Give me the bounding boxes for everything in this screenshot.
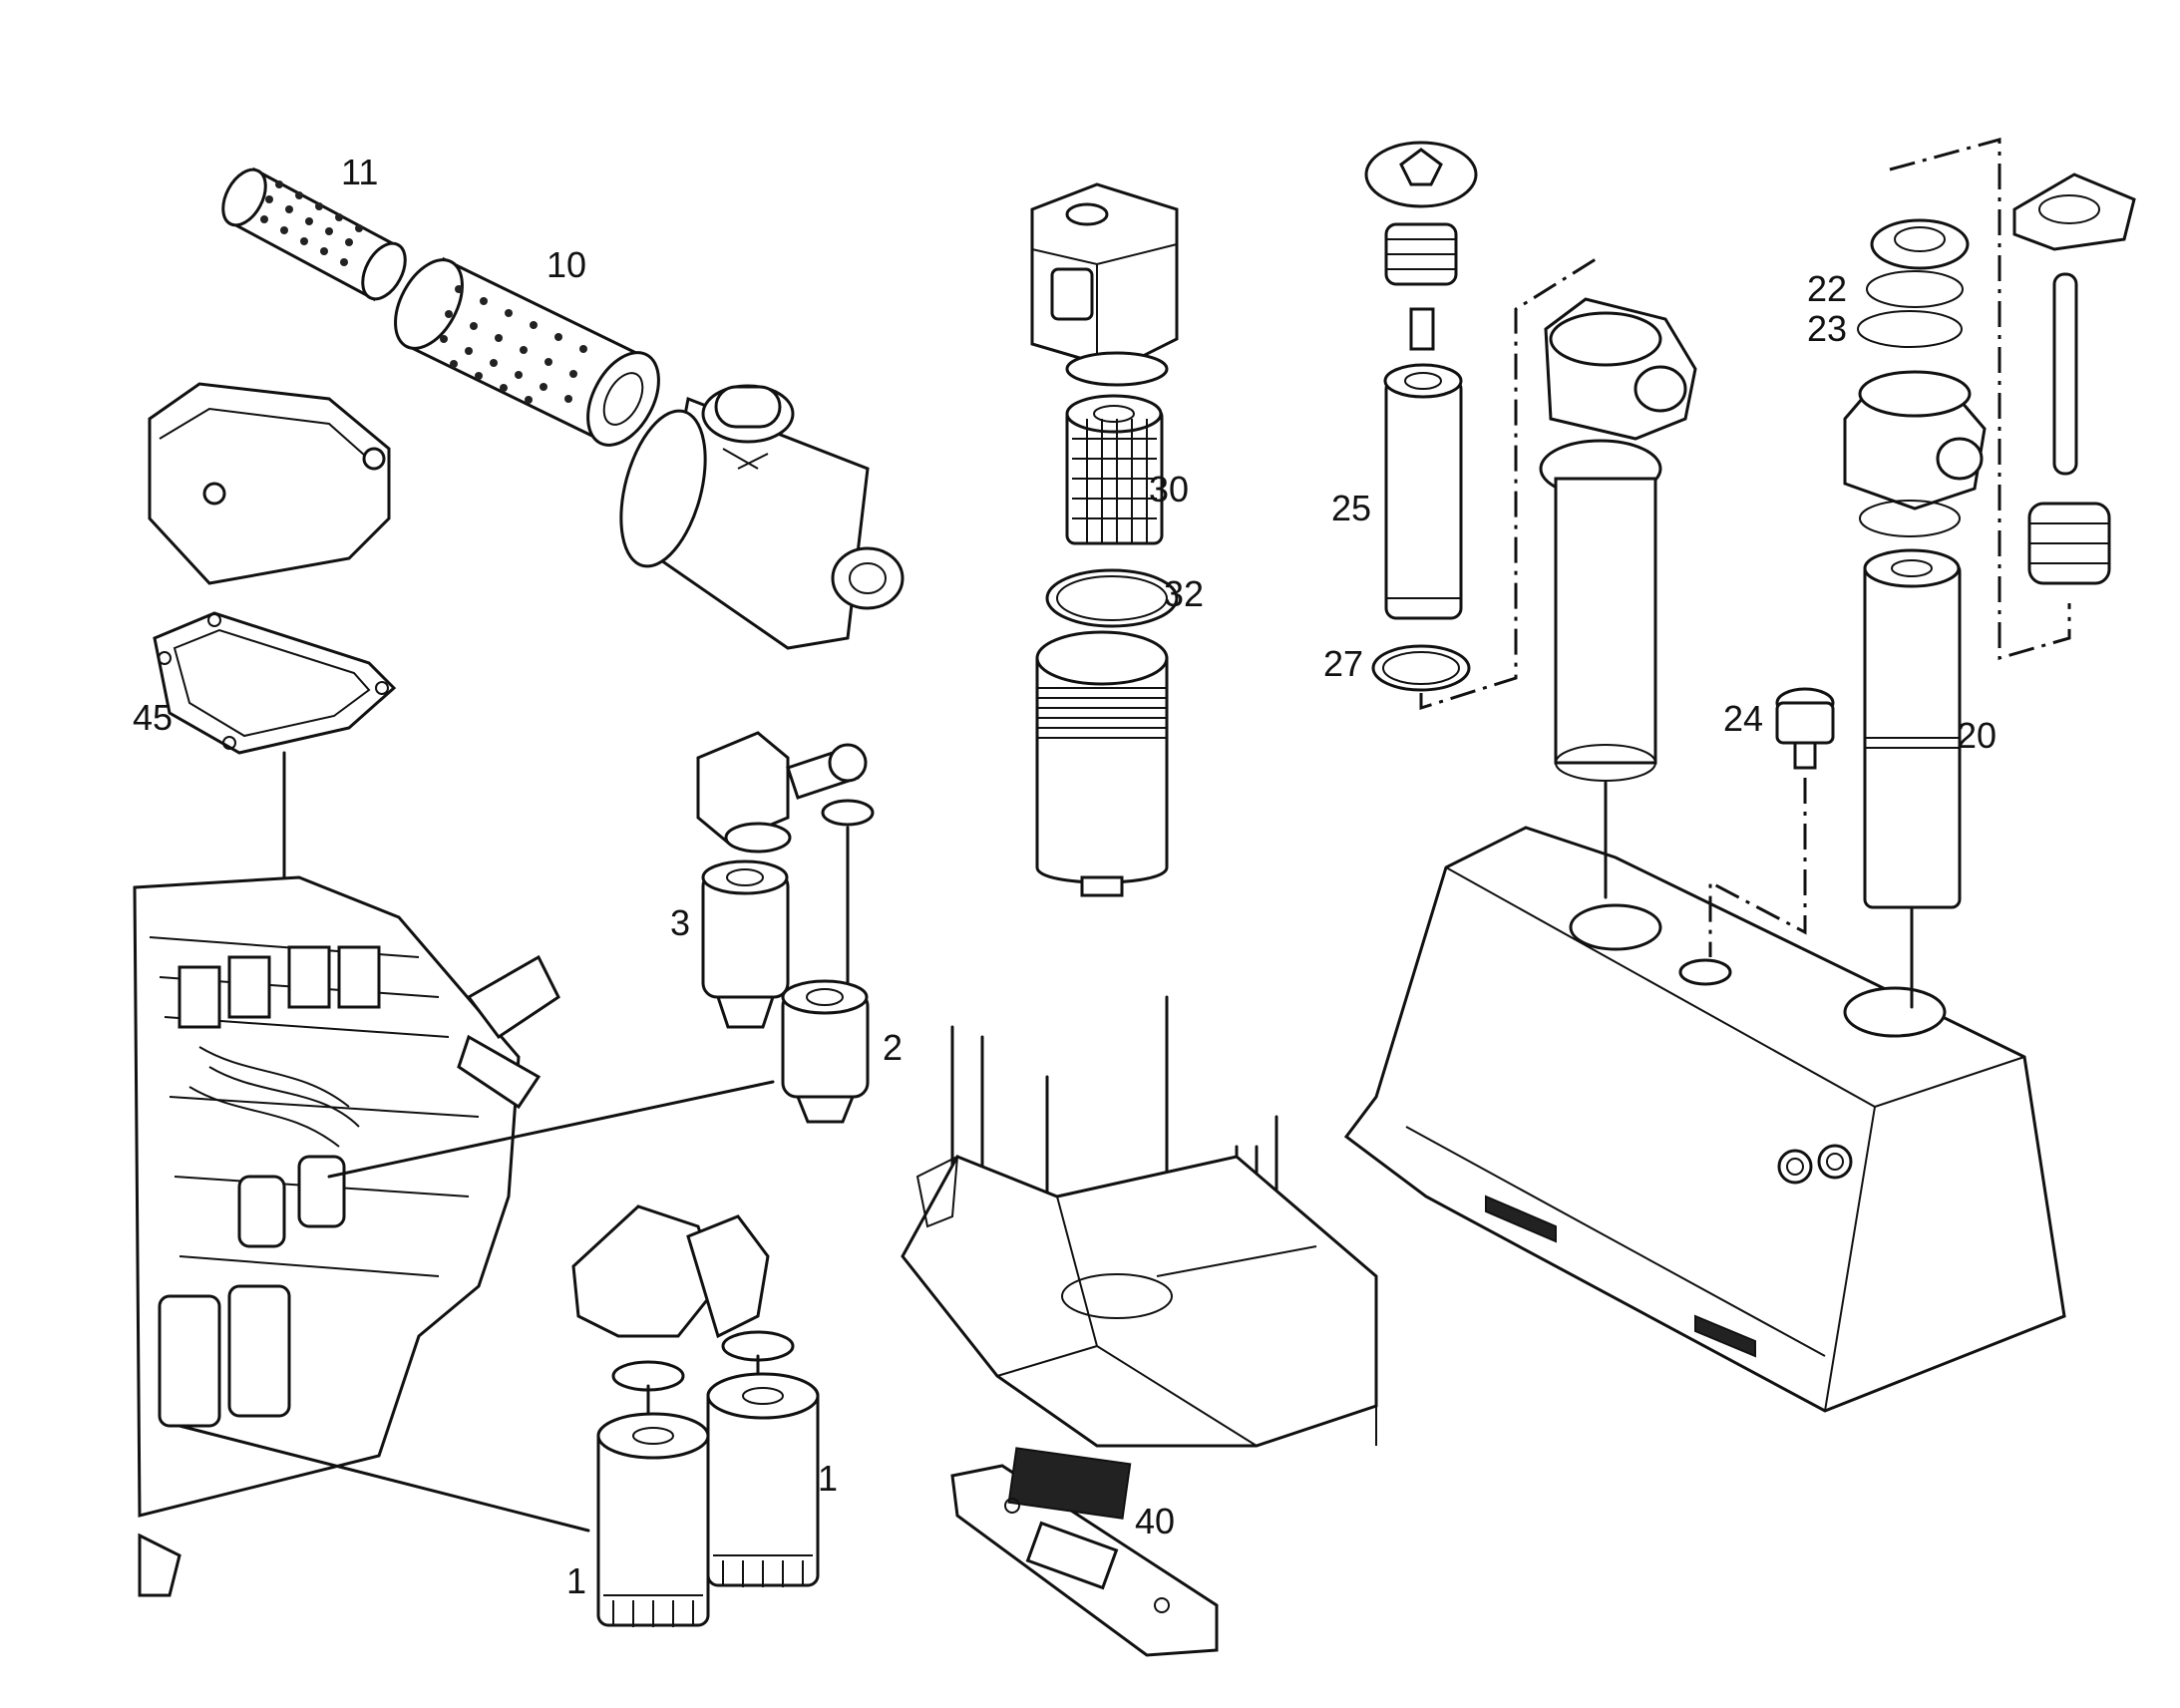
dipstick (2052, 272, 2078, 476)
oil-filter-head (571, 1204, 795, 1392)
dipstick-spring (2027, 502, 2111, 585)
callout-1-right: 1 (818, 1458, 838, 1499)
fuel-filter-element-2 (781, 979, 870, 1124)
o-ring-23 (1857, 310, 1963, 348)
hydraulic-filter-o-ring-32 (1045, 568, 1179, 628)
callout-30: 30 (1149, 469, 1189, 510)
hydraulic-filter-bowl (1035, 630, 1169, 897)
tank-filter-housing (1539, 297, 1697, 782)
callout-1-left: 1 (566, 1560, 586, 1601)
breather-cap-22 (1870, 218, 1970, 270)
callout-23: 23 (1807, 308, 1847, 349)
tank-filter-element-25 (1383, 363, 1463, 620)
dash-leader-25 (1419, 257, 1597, 711)
dash-leader-breather (1889, 138, 2071, 660)
tank-filter-o-ring-27 (1371, 644, 1471, 692)
callout-20: 20 (1957, 715, 1997, 756)
engine-block (133, 875, 560, 1597)
callout-10: 10 (546, 244, 586, 285)
o-ring-22 (1866, 270, 1964, 308)
inner-air-filter-element (221, 167, 407, 302)
hydraulic-filter-head (1030, 182, 1179, 387)
valve-cover (148, 382, 391, 585)
callout-25: 25 (1331, 488, 1371, 528)
outer-air-filter-element (394, 256, 660, 447)
callout-22: 22 (1807, 268, 1847, 309)
callout-45: 45 (133, 697, 173, 738)
dipstick-cap (2012, 172, 2136, 251)
cab-air-filter-40 (950, 1447, 1219, 1657)
callout-40: 40 (1135, 1501, 1175, 1541)
callout-32: 32 (1164, 573, 1204, 614)
leader-1-left (178, 1424, 590, 1533)
hydraulic-tank (1343, 826, 2066, 1413)
leader-2 (327, 1080, 775, 1179)
suction-strainer-20 (1863, 548, 1962, 909)
valve-cover-gasket (153, 611, 397, 755)
tank-filter-spring (1384, 222, 1458, 351)
callout-2: 2 (883, 1027, 903, 1068)
fuel-filter-head (696, 731, 875, 854)
hydraulic-filter-element-30 (1065, 394, 1164, 545)
dash-leader-24 (1708, 778, 1807, 957)
tank-filter-cap (1364, 141, 1478, 208)
filler-neck (1843, 370, 1987, 537)
callout-24: 24 (1723, 698, 1763, 739)
air-filter-housing (619, 384, 905, 650)
fuel-filter-element-3 (701, 859, 790, 1029)
callout-11: 11 (341, 152, 378, 192)
callout-27: 27 (1323, 643, 1363, 684)
oil-filter-spin-on-right (706, 1372, 820, 1587)
filler-plug-24 (1775, 687, 1835, 770)
callout-3: 3 (670, 902, 690, 943)
oil-filter-spin-on-left (596, 1412, 710, 1627)
cab-frame (901, 995, 1378, 1448)
